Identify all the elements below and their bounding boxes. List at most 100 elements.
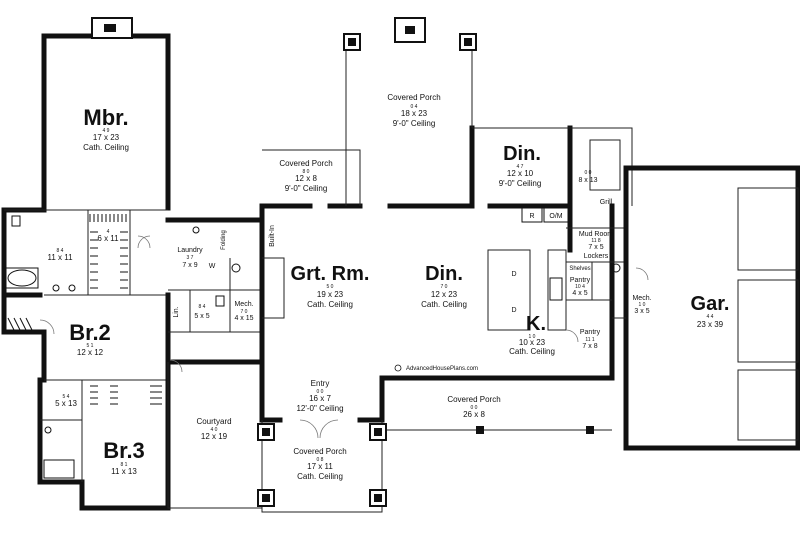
tub-icon — [7, 269, 37, 287]
room-name-courtyard: Courtyard — [196, 417, 231, 426]
room-name-porch-top: Covered Porch — [387, 93, 440, 102]
svg-text:5 4: 5 4 — [63, 394, 70, 400]
svg-text:Cath. Ceiling: Cath. Ceiling — [421, 300, 467, 309]
svg-text:11 1: 11 1 — [585, 337, 595, 343]
porch-columns — [91, 17, 594, 507]
svg-text:7 0: 7 0 — [241, 309, 248, 315]
room-name-din2: Din. — [503, 143, 541, 165]
room-dim-powder: 5 x 5 — [194, 313, 209, 320]
room-dim-wic1: 6 x 11 — [97, 234, 119, 243]
built-in-label: Built-In — [269, 225, 276, 247]
room-name-porch-right: Covered Porch — [447, 395, 500, 404]
fixtures — [5, 207, 621, 479]
room-name-entry: Entry — [311, 379, 330, 388]
svg-text:9'-0" Ceiling: 9'-0" Ceiling — [499, 179, 542, 188]
walls — [1, 33, 800, 513]
svg-text:Folding: Folding — [221, 230, 227, 250]
svg-text:17 x 23: 17 x 23 — [93, 133, 120, 142]
svg-text:4 9: 4 9 — [103, 128, 110, 134]
room-labels: Mbr. 4 9 17 x 23 Cath. Ceiling 8 4 11 x … — [47, 93, 729, 481]
svg-text:8 0: 8 0 — [303, 169, 310, 175]
room-dim-bath2: 5 x 13 — [55, 399, 77, 408]
svg-text:7 x 9: 7 x 9 — [182, 262, 197, 269]
room-dim-grill: 8 x 13 — [578, 177, 597, 184]
svg-text:Shelves: Shelves — [569, 266, 590, 272]
room-name-din1: Din. — [425, 263, 463, 285]
svg-text:4 7: 4 7 — [517, 164, 524, 170]
svg-text:19 x 23: 19 x 23 — [317, 290, 344, 299]
svg-text:4 x 5: 4 x 5 — [572, 290, 587, 297]
svg-text:8 4: 8 4 — [199, 304, 206, 310]
svg-text:3 x 5: 3 x 5 — [634, 308, 649, 315]
room-name-pantry2: Pantry — [580, 329, 601, 336]
svg-text:0 0: 0 0 — [317, 389, 324, 395]
svg-text:Lockers: Lockers — [584, 253, 609, 260]
water-heater-icon — [231, 263, 241, 273]
room-name-mech1: Mech. — [234, 301, 253, 308]
room-name-grill: Grill — [600, 199, 613, 206]
svg-text:9'-0" Ceiling: 9'-0" Ceiling — [285, 184, 328, 193]
room-name-kitchen: K. — [526, 313, 546, 335]
svg-text:17 x 11: 17 x 11 — [307, 462, 333, 471]
room-name-br2: Br.2 — [69, 320, 111, 345]
room-name-br3: Br.3 — [103, 438, 145, 463]
sink-icon — [52, 284, 60, 292]
dishwasher-label: D — [511, 271, 516, 278]
svg-text:Cath. Ceiling: Cath. Ceiling — [509, 347, 555, 356]
svg-text:1 0: 1 0 — [639, 302, 646, 308]
svg-text:Cath. Ceiling: Cath. Ceiling — [83, 143, 129, 152]
svg-text:11 8: 11 8 — [591, 238, 601, 244]
svg-text:7 x 8: 7 x 8 — [582, 343, 597, 350]
oven-micro-label: O/M — [549, 213, 562, 220]
room-name-gar: Gar. — [691, 293, 730, 315]
svg-text:4 4: 4 4 — [707, 314, 714, 320]
svg-text:12 x 19: 12 x 19 — [201, 432, 228, 441]
closet-shelving — [7, 214, 162, 405]
svg-text:8 1: 8 1 — [121, 462, 128, 468]
svg-text:9'-0" Ceiling: 9'-0" Ceiling — [393, 119, 436, 128]
svg-text:0 0: 0 0 — [471, 405, 478, 411]
svg-text:5 1: 5 1 — [87, 343, 94, 349]
toilet-icon — [11, 215, 21, 227]
svg-text:W: W — [209, 263, 216, 270]
svg-text:23 x 39: 23 x 39 — [697, 320, 724, 329]
watermark: AdvancedHousePlans.com — [406, 366, 478, 372]
tub-icon — [43, 459, 75, 479]
svg-text:5 0: 5 0 — [327, 284, 334, 290]
svg-text:10 4: 10 4 — [575, 284, 585, 290]
svg-text:7 0: 7 0 — [441, 284, 448, 290]
water-heater-icon — [611, 263, 621, 273]
dishwasher-label: D — [511, 307, 516, 314]
svg-text:0 0: 0 0 — [585, 170, 592, 176]
svg-text:12 x 8: 12 x 8 — [295, 174, 317, 183]
room-name-grtrm: Grt. Rm. — [291, 263, 370, 285]
room-name-laundry: Laundry — [177, 247, 203, 254]
svg-text:16 x 7: 16 x 7 — [309, 394, 331, 403]
svg-text:4 x 15: 4 x 15 — [234, 315, 253, 322]
svg-text:8 4: 8 4 — [57, 248, 64, 254]
room-name-lin: Lin. — [173, 306, 180, 317]
room-name-porch-front: Covered Porch — [293, 447, 346, 456]
svg-text:Cath. Ceiling: Cath. Ceiling — [307, 300, 353, 309]
svg-text:3 7: 3 7 — [187, 255, 194, 261]
svg-text:1 0: 1 0 — [529, 334, 536, 340]
svg-text:18 x 23: 18 x 23 — [401, 109, 428, 118]
svg-text:7 x 5: 7 x 5 — [588, 244, 603, 251]
svg-text:Cath. Ceiling: Cath. Ceiling — [297, 472, 343, 481]
room-name-mudroom: Mud Room — [579, 231, 613, 238]
svg-text:11 x 13: 11 x 13 — [111, 467, 137, 476]
range-label: R — [529, 213, 534, 220]
svg-text:26 x 8: 26 x 8 — [463, 410, 485, 419]
svg-text:12 x 10: 12 x 10 — [507, 169, 534, 178]
svg-text:0 4: 0 4 — [411, 104, 418, 110]
svg-text:12'-0" Ceiling: 12'-0" Ceiling — [296, 404, 343, 413]
svg-text:10 x 23: 10 x 23 — [519, 338, 546, 347]
room-name-pantry1: Pantry — [570, 277, 591, 284]
room-dim-bath1: 11 x 11 — [47, 253, 73, 262]
svg-text:12 x 12: 12 x 12 — [77, 348, 104, 357]
sink-icon — [192, 226, 200, 234]
room-name-mech2: Mech. — [632, 295, 651, 302]
svg-text:4: 4 — [107, 229, 110, 235]
svg-text:0 8: 0 8 — [317, 457, 324, 463]
